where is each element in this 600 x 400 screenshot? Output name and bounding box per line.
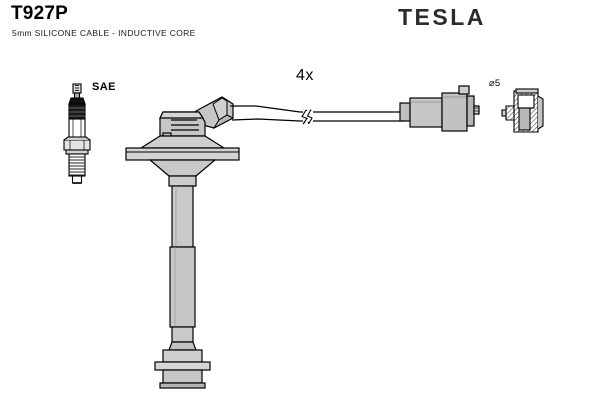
coil-connector [399,85,480,132]
spark-plug-boot-assembly [125,96,240,389]
quantity-label: 4x [296,67,314,84]
spark-plug-reference-icon [63,83,91,184]
page-title: T927P [11,3,68,24]
brand-logo: TESLA [398,4,486,30]
diameter-label: ⌀5 [489,78,501,89]
ignition-cable [230,105,405,125]
part-description: 5mm SILICONE CABLE - INDUCTIVE CORE [12,28,196,38]
terminal-detail [501,88,544,133]
sae-standard-label: SAE [92,81,116,93]
